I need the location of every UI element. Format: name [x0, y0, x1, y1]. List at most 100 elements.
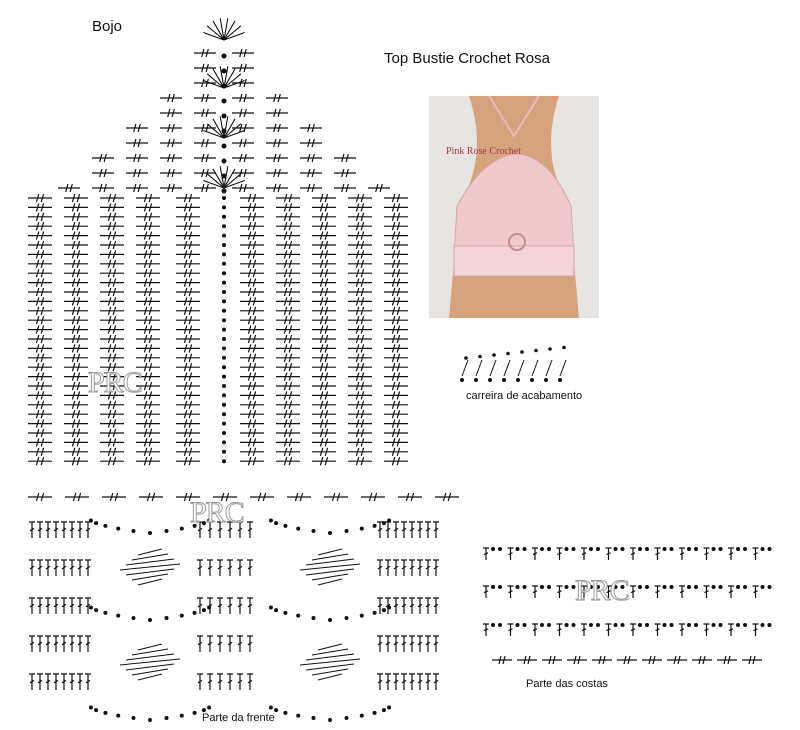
chain-dot-symbol — [460, 378, 464, 382]
half-double-crochet-symbol — [384, 410, 408, 419]
half-double-crochet-symbol — [240, 344, 264, 353]
diamond-stitch-symbol — [137, 643, 163, 651]
chain-dot-symbol — [359, 613, 364, 618]
diamond-stitch-symbol — [125, 663, 175, 671]
half-double-crochet-symbol — [312, 316, 336, 325]
half-double-crochet-symbol — [240, 353, 264, 362]
half-double-crochet-symbol — [64, 193, 88, 203]
fan-stitch-symbol — [223, 31, 245, 41]
half-double-crochet-symbol — [312, 297, 336, 306]
chain-dot-symbol — [192, 523, 197, 528]
half-double-crochet-symbol — [136, 306, 160, 315]
double-crochet-symbol — [227, 597, 233, 614]
half-double-crochet-symbol — [240, 278, 264, 287]
chain-dot-symbol — [687, 547, 691, 551]
double-crochet-symbol — [85, 635, 91, 652]
half-double-crochet-symbol — [28, 334, 52, 344]
double-crochet-symbol — [377, 673, 383, 690]
half-double-crochet-symbol — [266, 138, 288, 148]
double-crochet-symbol — [654, 547, 661, 560]
half-double-crochet-symbol — [276, 259, 300, 268]
chain-dot-symbol — [222, 449, 226, 454]
double-crochet-symbol — [654, 623, 661, 636]
half-double-crochet-symbol — [136, 325, 160, 334]
half-double-crochet-symbol — [232, 138, 254, 148]
half-double-crochet-symbol — [64, 240, 88, 250]
half-double-crochet-symbol — [312, 269, 336, 278]
half-double-crochet-symbol — [64, 428, 88, 438]
half-double-crochet-symbol — [160, 138, 182, 148]
half-double-crochet-symbol — [348, 203, 372, 212]
half-double-crochet-symbol — [348, 372, 372, 381]
half-double-crochet-symbol — [348, 306, 372, 315]
double-crochet-symbol — [489, 359, 497, 377]
half-double-crochet-symbol — [64, 231, 88, 240]
double-crochet-symbol — [417, 597, 423, 614]
chain-dot-symbol — [103, 523, 108, 528]
double-crochet-symbol — [197, 635, 203, 652]
half-double-crochet-symbol — [384, 428, 408, 438]
chain-dot-symbol — [520, 350, 524, 354]
double-crochet-symbol — [377, 559, 383, 576]
double-crochet-symbol — [425, 559, 431, 576]
half-double-crochet-symbol — [312, 438, 336, 447]
chain-dot-symbol — [491, 623, 495, 627]
chain-dot-symbol — [736, 623, 740, 627]
half-double-crochet-symbol — [232, 153, 254, 163]
chain-dot-symbol — [222, 252, 226, 257]
chain-dot-symbol — [516, 378, 520, 382]
half-double-crochet-symbol — [232, 168, 254, 178]
double-crochet-symbol — [401, 559, 407, 576]
double-crochet-symbol — [433, 597, 439, 614]
half-double-crochet-symbol — [384, 212, 408, 221]
double-crochet-symbol — [217, 673, 223, 690]
half-double-crochet-symbol — [100, 363, 124, 372]
half-double-crochet-symbol — [28, 297, 52, 306]
half-double-crochet-symbol — [176, 287, 200, 297]
half-double-crochet-symbol — [139, 492, 163, 502]
chain-dot-symbol — [344, 616, 349, 621]
half-double-crochet-symbol — [642, 655, 662, 665]
half-double-crochet-symbol — [176, 212, 200, 221]
chain-dot-symbol — [760, 585, 765, 589]
half-double-crochet-symbol — [194, 63, 216, 73]
chain-dot-symbol — [116, 613, 121, 618]
half-double-crochet-symbol — [64, 222, 88, 231]
chain-dot-symbol — [743, 623, 747, 627]
half-double-crochet-symbol — [384, 457, 408, 466]
half-double-crochet-symbol — [100, 419, 124, 428]
half-double-crochet-symbol — [232, 108, 254, 118]
half-double-crochet-symbol — [194, 138, 216, 148]
chain-dot-symbol — [221, 68, 227, 74]
half-double-crochet-symbol — [312, 344, 336, 353]
chain-dot-symbol — [669, 547, 674, 551]
half-double-crochet-symbol — [276, 372, 300, 381]
half-double-crochet-symbol — [136, 381, 160, 391]
chain-dot-symbol — [522, 585, 527, 589]
half-double-crochet-symbol — [348, 250, 372, 259]
half-double-crochet-symbol — [64, 391, 88, 400]
chain-dot-symbol — [718, 623, 723, 627]
double-crochet-symbol — [77, 597, 83, 614]
half-double-crochet-symbol — [64, 212, 88, 221]
double-crochet-symbol — [393, 597, 399, 614]
chain-dot-symbol — [344, 716, 349, 721]
half-double-crochet-symbol — [65, 492, 89, 502]
diamond-stitch-symbol — [137, 578, 163, 586]
chain-dot-symbol — [530, 378, 534, 382]
half-double-crochet-symbol — [334, 168, 356, 178]
double-crochet-symbol — [385, 635, 391, 652]
half-double-crochet-symbol — [28, 492, 52, 502]
half-double-crochet-symbol — [276, 325, 300, 334]
chain-dot-symbol — [645, 623, 649, 627]
double-crochet-symbol — [581, 547, 587, 560]
half-double-crochet-symbol — [194, 168, 216, 178]
half-double-crochet-symbol — [176, 447, 200, 456]
half-double-crochet-symbol — [384, 419, 408, 428]
half-double-crochet-symbol — [348, 400, 372, 409]
half-double-crochet-symbol — [64, 447, 88, 456]
diamond-stitch-symbol — [299, 563, 361, 571]
half-double-crochet-symbol — [28, 231, 52, 240]
double-crochet-symbol — [475, 359, 483, 377]
half-double-crochet-symbol — [312, 259, 336, 268]
